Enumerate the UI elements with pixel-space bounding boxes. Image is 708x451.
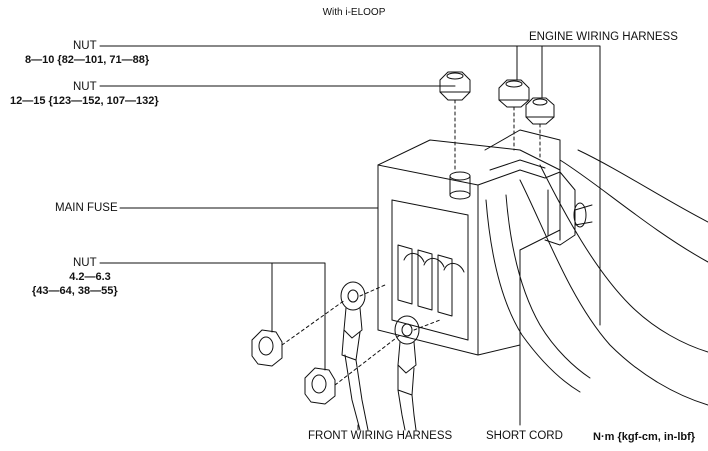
nut-top-label: NUT (73, 40, 97, 52)
nut-bottom-shape-1 (251, 329, 283, 367)
engine-harness-cable (519, 149, 708, 406)
nut-bottom-torque-line1: 4.2—6.3 (69, 271, 111, 283)
diagram-title: With i-ELOOP (322, 7, 386, 18)
nut-top-shape-1 (498, 79, 530, 108)
nut-mid-torque: 12—15 {123—152, 107—132} (10, 95, 159, 107)
nut-bottom-torque-line2: {43—64, 38—55} (32, 285, 118, 297)
nut-top-torque: 8—10 {82—101, 71—88} (25, 54, 150, 66)
leader-lines (99, 45, 601, 431)
short-cord-cable (485, 194, 591, 393)
alignment-dashes (281, 99, 541, 386)
front-harness-cable (340, 281, 420, 431)
engine-wiring-harness-label: ENGINE WIRING HARNESS (529, 31, 678, 43)
main-fuse-block (377, 129, 593, 356)
nut-mid-shape (439, 71, 471, 101)
nut-bottom-shape-2 (304, 367, 336, 405)
front-wiring-harness-label: FRONT WIRING HARNESS (308, 430, 453, 442)
short-cord-label: SHORT CORD (486, 430, 563, 442)
torque-units: N·m {kgf-cm, in-lbf} (593, 431, 696, 443)
nut-top-shape-2 (525, 97, 555, 125)
nut-mid-label: NUT (73, 81, 97, 93)
main-fuse-label: MAIN FUSE (55, 202, 118, 214)
nut-bottom-label: NUT (73, 257, 97, 269)
